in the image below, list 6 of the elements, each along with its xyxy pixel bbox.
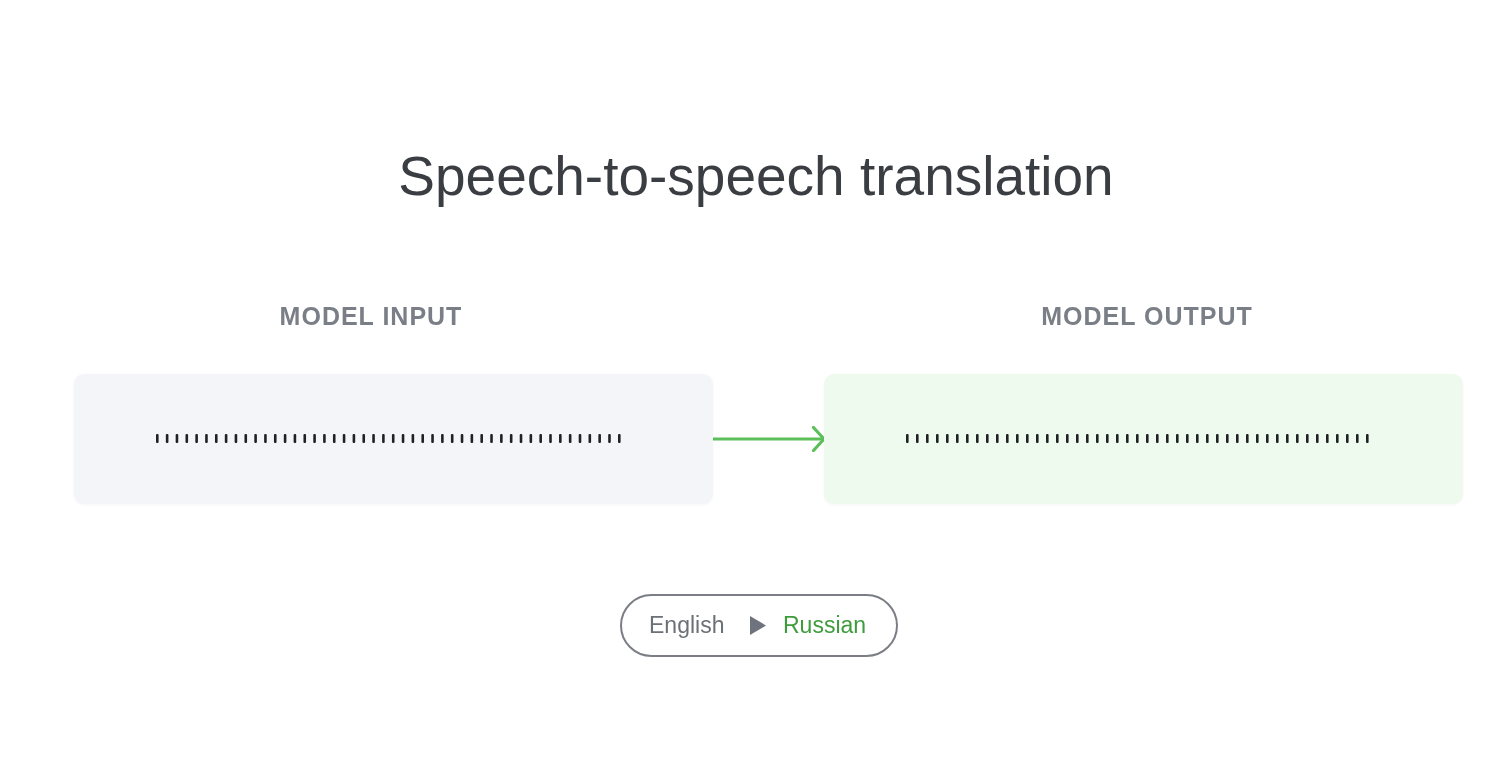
language-label: Russian xyxy=(783,610,867,639)
panel-heading: MODEL OUTPUT xyxy=(1041,301,1253,331)
diagram-title: Speech-to-speech translation xyxy=(398,144,1114,209)
panel-heading: MODEL INPUT xyxy=(279,301,463,331)
arrow xyxy=(713,425,826,453)
language-label: English xyxy=(649,610,725,639)
